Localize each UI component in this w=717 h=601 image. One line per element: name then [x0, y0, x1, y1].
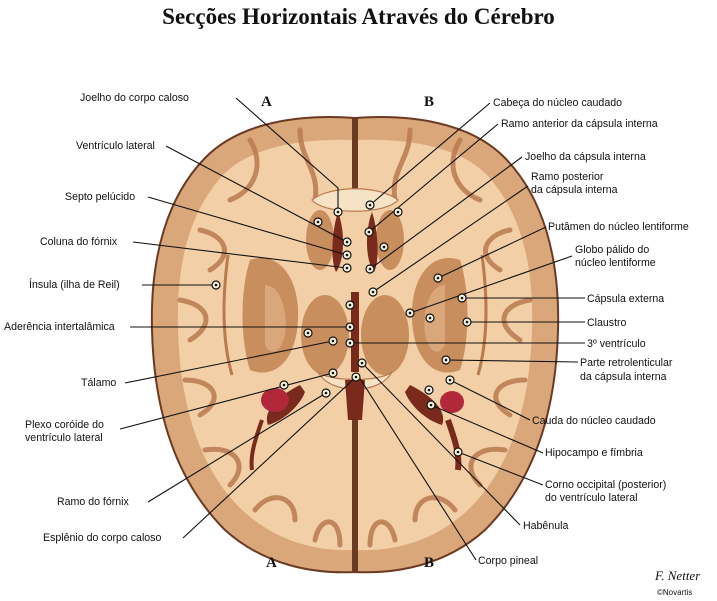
label-corno-occipital: Corno occipital (posterior) [545, 479, 666, 491]
label-coluna-fornix: Coluna do fórnix [40, 236, 118, 248]
labels-left: Joelho do corpo caloso Ventrículo latera… [4, 92, 189, 544]
corpus-callosum-genu [311, 188, 399, 212]
pointer-dot [342, 237, 352, 247]
pointer-dot [368, 287, 378, 297]
label-aderencia-intertalamica: Aderência intertalâmica [4, 321, 115, 333]
section-label-a-bottom: A [266, 555, 277, 571]
signature-copyright: ©Novartis [657, 588, 692, 597]
label-plexo-coroide: Plexo coróide do [25, 419, 104, 431]
label-terceiro-ventriculo: 3º ventrículo [587, 338, 646, 350]
label-ramo-anterior-capsula: Ramo anterior da cápsula interna [501, 118, 658, 130]
pointer-dot [365, 200, 375, 210]
pointer-dot [342, 250, 352, 260]
leader-lines [119, 97, 585, 561]
pointer-dot [328, 368, 338, 378]
pointer-dot [211, 280, 221, 290]
section-label-a-top: A [261, 94, 272, 110]
pointer-dot [328, 336, 338, 346]
pointer-dot [364, 227, 374, 237]
label-ramo-posterior: Ramo posterior [531, 171, 604, 183]
netter-signature: F. Netter ©Novartis [654, 568, 701, 597]
pointer-dot [393, 207, 403, 217]
choroid-plexus-right [440, 391, 464, 413]
pointer-dot [357, 358, 367, 368]
pointer-dot [279, 380, 289, 390]
label-septo-pelucido: Septo pelúcido [65, 191, 135, 203]
label-globo-palido: Globo pálido do [575, 244, 649, 256]
brain-section-illustration [150, 116, 560, 574]
label-talamo: Tálamo [81, 377, 116, 389]
pointer-dot [345, 300, 355, 310]
label-parte-retrolenticular-line2: da cápsula interna [580, 371, 667, 383]
pointer-dot [345, 338, 355, 348]
pointer-dot [462, 317, 472, 327]
pointer-dot [441, 355, 451, 365]
label-corpo-pineal: Corpo pineal [478, 555, 538, 567]
pointer-dot [333, 207, 343, 217]
label-plexo-coroide-line2: ventrículo lateral [25, 432, 103, 444]
page-title: Secções Horizontais Através do Cérebro [162, 4, 555, 29]
label-habenula: Habênula [523, 520, 568, 532]
pointer-dot [379, 242, 389, 252]
pointer-dot [433, 273, 443, 283]
pointer-dot [303, 328, 313, 338]
pointer-dot [457, 293, 467, 303]
pointer-dot [365, 264, 375, 274]
label-ramo-posterior-line2: da cápsula interna [531, 184, 618, 196]
pointer-dot [453, 447, 463, 457]
label-ramo-fornix: Ramo do fórnix [57, 496, 130, 508]
pointer-dot [424, 385, 434, 395]
label-joelho-capsula: Joelho da cápsula interna [525, 151, 646, 163]
label-ventriculo-lateral: Ventrículo lateral [76, 140, 155, 152]
labels-right: Cabeça do núcleo caudado Ramo anterior d… [478, 97, 689, 567]
label-globo-palido-line2: núcleo lentiforme [575, 257, 656, 269]
label-insula: Ínsula (ilha de Reil) [29, 278, 120, 291]
label-cabeca-nucleo-caudado: Cabeça do núcleo caudado [493, 97, 622, 109]
label-hipocampo: Hipocampo e fímbria [545, 447, 643, 459]
pointer-dot [321, 388, 331, 398]
label-capsula-externa: Cápsula externa [587, 293, 664, 305]
choroid-plexus-left [261, 388, 289, 412]
label-putamen: Putâmen do núcleo lentiforme [548, 221, 689, 233]
pointer-dot [313, 217, 323, 227]
pointer-dot [445, 375, 455, 385]
signature-name: F. Netter [654, 568, 701, 583]
pointer-dot [342, 263, 352, 273]
pointer-dot [345, 322, 355, 332]
pointer-dot [426, 400, 436, 410]
pointer-dot [425, 313, 435, 323]
label-corno-occipital-line2: do ventrículo lateral [545, 492, 637, 504]
section-label-b-top: B [424, 94, 434, 110]
label-esplenio: Esplênio do corpo caloso [43, 532, 161, 544]
label-claustro: Claustro [587, 317, 627, 329]
section-label-b-bottom: B [424, 555, 434, 571]
pointer-dot [351, 372, 361, 382]
label-parte-retrolenticular: Parte retrolenticular [580, 357, 673, 369]
label-cauda-nucleo-caudado: Cauda do núcleo caudado [532, 415, 656, 427]
label-joelho-corpo-caloso: Joelho do corpo caloso [80, 92, 189, 104]
pointer-dot [405, 308, 415, 318]
pointer-dots [211, 200, 472, 457]
